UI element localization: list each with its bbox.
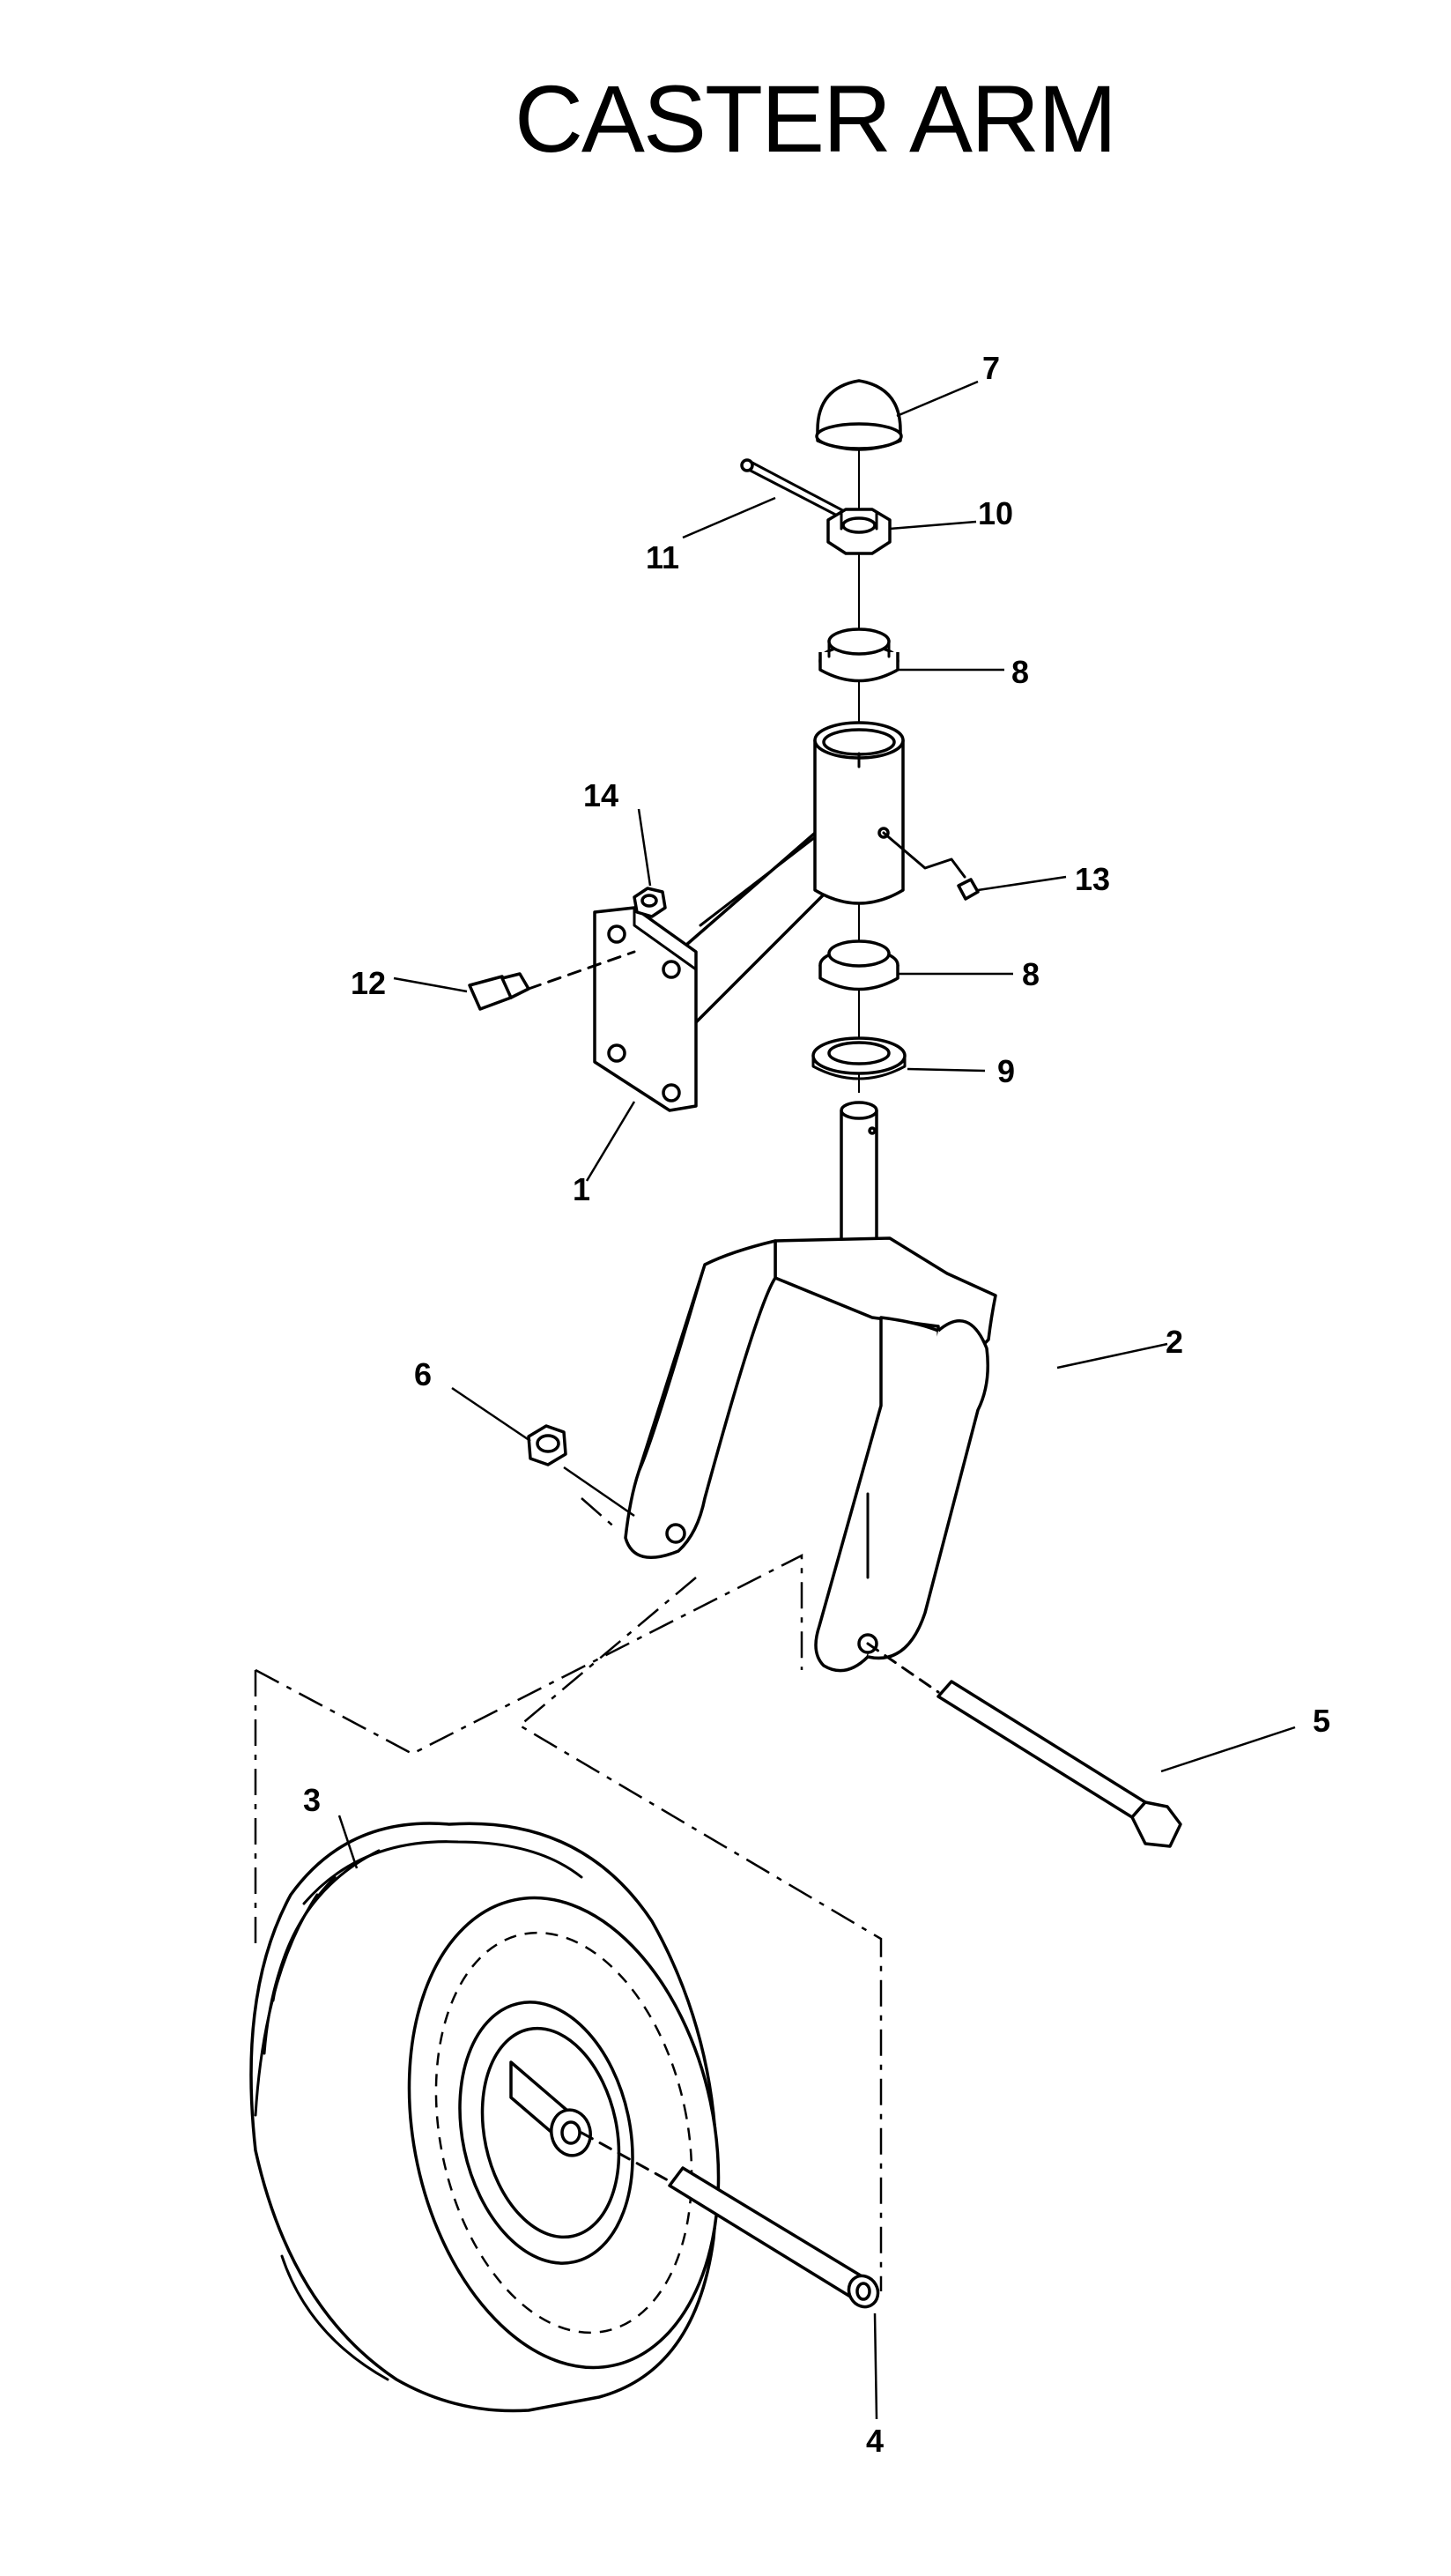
cotter-pin-part xyxy=(740,458,849,522)
callout-4: 4 xyxy=(866,2423,884,2459)
plate-nut-part xyxy=(633,887,667,918)
dust-cap-part xyxy=(815,379,903,451)
axle-nut-part xyxy=(527,1424,567,1466)
callout-14: 14 xyxy=(583,777,618,813)
seal-part xyxy=(811,1036,907,1080)
spacer-tube-part xyxy=(580,2131,880,2309)
castle-nut-part xyxy=(826,508,892,555)
lower-bearing-part xyxy=(818,939,899,991)
grease-fitting-part xyxy=(882,831,980,901)
upper-bearing-part xyxy=(818,627,899,683)
callout-8-lower: 8 xyxy=(1022,956,1040,992)
callout-5: 5 xyxy=(1313,1703,1330,1739)
callout-6: 6 xyxy=(414,1356,432,1392)
callout-2: 2 xyxy=(1166,1324,1183,1360)
callout-13: 12 xyxy=(351,965,386,1001)
caster-fork-part xyxy=(624,1101,997,1673)
callout-3: 3 xyxy=(303,1782,321,1818)
callout-10: 10 xyxy=(978,495,1013,531)
page-title: CASTER ARM xyxy=(515,65,1115,172)
mount-bolt-part xyxy=(468,950,636,1011)
callout-12: 11 xyxy=(646,539,679,575)
caster-arm-part xyxy=(593,721,905,1112)
leader-lines xyxy=(337,380,1296,2420)
callout-11: 13 xyxy=(1075,861,1110,897)
callout-9: 9 xyxy=(997,1053,1015,1089)
callout-7: 7 xyxy=(982,350,1000,386)
assembly-dash-lines xyxy=(254,1497,883,2291)
callout-8-upper: 8 xyxy=(1011,654,1029,690)
callout-1: 1 xyxy=(573,1171,590,1207)
wheel-tire-part xyxy=(249,1822,721,2413)
axle-bolt-part xyxy=(866,1642,1182,1848)
